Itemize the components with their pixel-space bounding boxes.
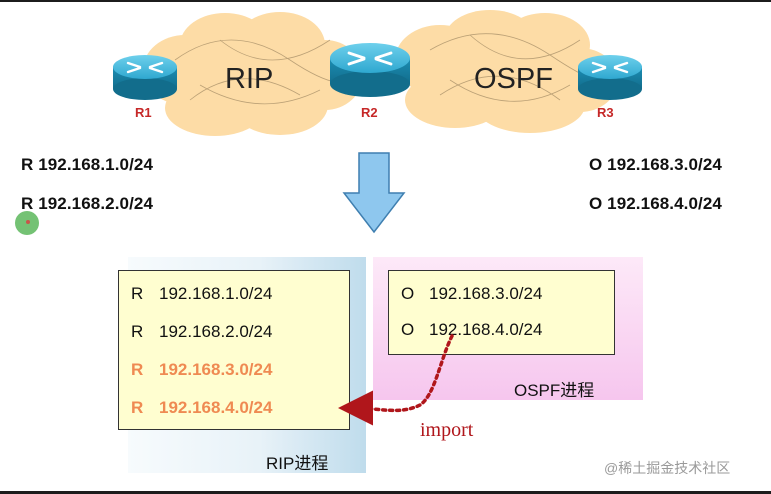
route-network: 192.168.4.0/24 <box>429 320 543 339</box>
router-r1-icon <box>113 55 177 100</box>
route-code: R <box>131 284 144 303</box>
right-route-1: O 192.168.3.0/24 <box>589 155 722 174</box>
route-code: O <box>401 320 415 339</box>
router-r3-label: R3 <box>597 105 614 120</box>
network-topology: RIP OSPF R1 R2 R3 <box>113 10 642 136</box>
ospf-table-row: O 192.168.3.0/24 <box>401 284 542 304</box>
route-network: 192.168.3.0/24 <box>159 360 273 379</box>
top-border <box>0 0 771 2</box>
rip-routing-table: R 192.168.1.0/24 R 192.168.2.0/24 R 192.168… <box>118 270 350 430</box>
router-r1-label: R1 <box>135 105 152 120</box>
route-network: 192.168.2.0/24 <box>159 322 273 341</box>
rip-process-caption: RIP进程 <box>266 454 329 473</box>
ospf-routing-table: O 192.168.3.0/24 O 192.168.4.0/24 <box>388 270 615 355</box>
rip-cloud <box>143 12 363 136</box>
router-r2-icon <box>330 43 410 97</box>
router-r2-label: R2 <box>361 105 378 120</box>
rip-table-row: R 192.168.1.0/24 <box>131 284 272 304</box>
rip-table-row: R 192.168.2.0/24 <box>131 322 272 342</box>
watermark: @稀土掘金技术社区 <box>604 460 731 476</box>
rip-table-row-imported: R 192.168.4.0/24 <box>131 398 272 418</box>
route-code: O <box>401 284 415 303</box>
bottom-border <box>0 491 771 494</box>
ospf-cloud <box>395 10 618 133</box>
down-arrow-icon <box>342 152 406 234</box>
cursor-indicator <box>15 211 39 235</box>
ospf-label: OSPF <box>474 63 553 95</box>
route-network: 192.168.4.0/24 <box>159 398 273 417</box>
ospf-process-caption: OSPF进程 <box>514 381 595 400</box>
router-r3-icon <box>578 55 642 100</box>
route-code: R <box>131 360 144 379</box>
import-label: import <box>420 419 474 441</box>
ospf-table-row: O 192.168.4.0/24 <box>401 320 542 340</box>
left-route-1: R 192.168.1.0/24 <box>21 155 154 174</box>
left-route-2: R 192.168.2.0/24 <box>21 194 154 213</box>
rip-table-row-imported: R 192.168.3.0/24 <box>131 360 272 380</box>
route-network: 192.168.3.0/24 <box>429 284 543 303</box>
route-code: R <box>131 322 144 341</box>
rip-label: RIP <box>225 63 273 95</box>
route-code: R <box>131 398 144 417</box>
right-route-2: O 192.168.4.0/24 <box>589 194 722 213</box>
route-network: 192.168.1.0/24 <box>159 284 273 303</box>
